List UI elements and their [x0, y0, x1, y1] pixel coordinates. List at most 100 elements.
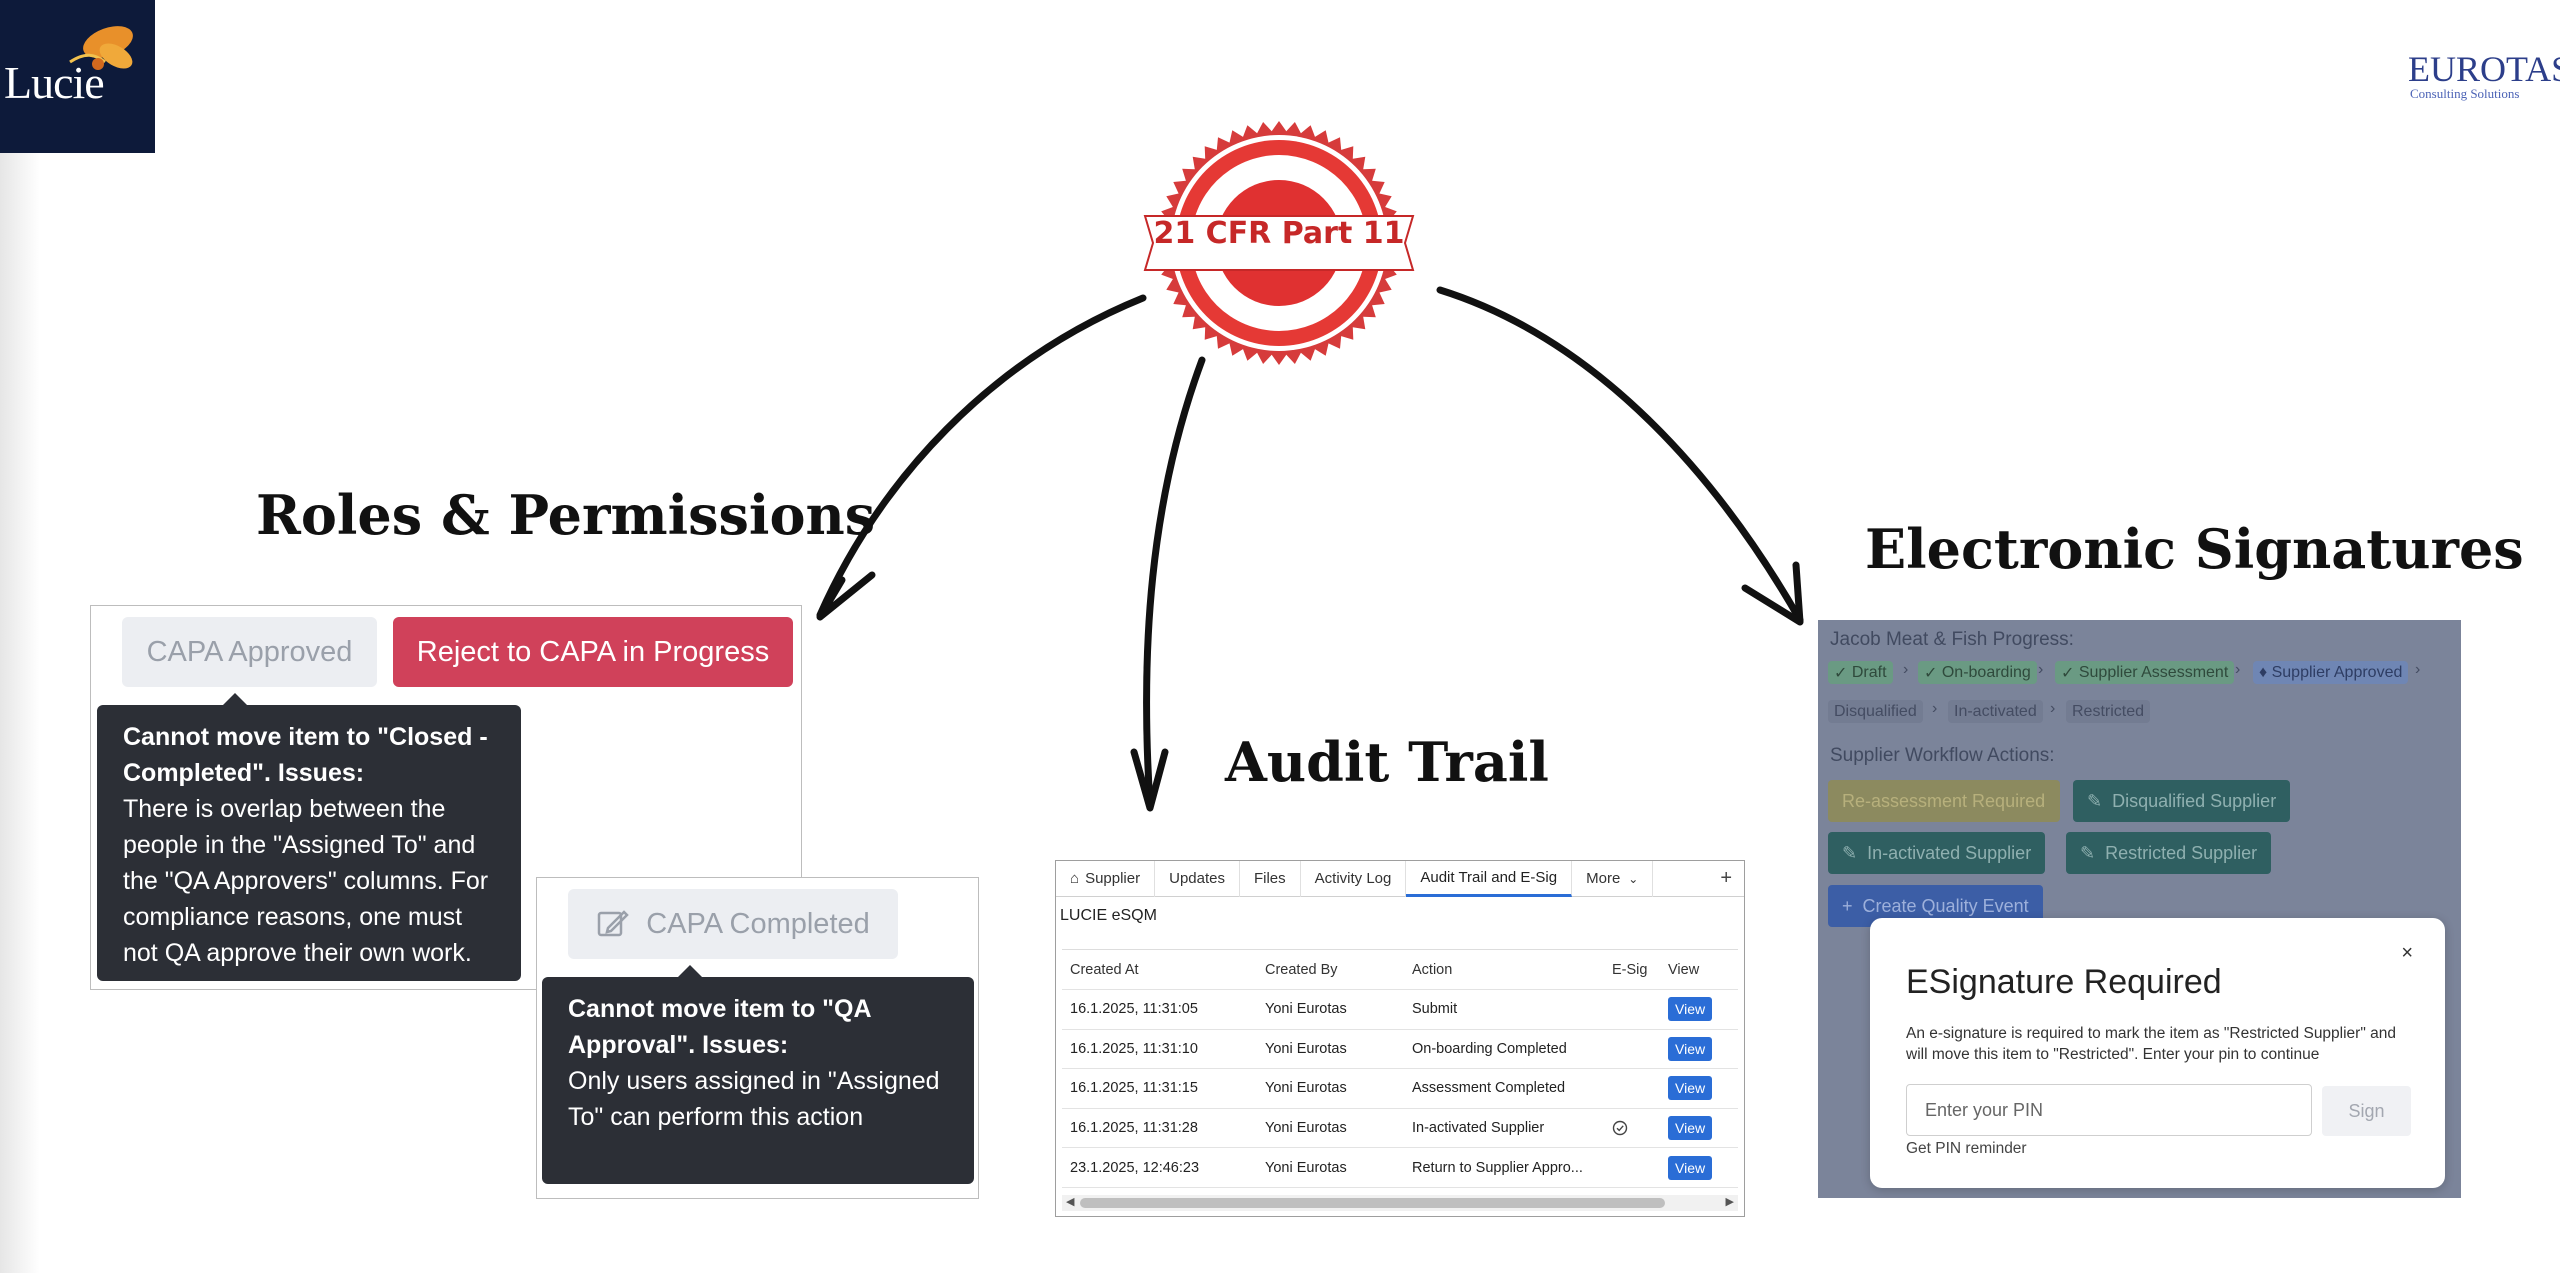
- tab-activity-log[interactable]: Activity Log: [1301, 861, 1407, 897]
- column-header: View: [1668, 961, 1700, 978]
- pin-input[interactable]: Enter your PIN: [1906, 1084, 2312, 1136]
- view-button[interactable]: View: [1668, 1036, 1713, 1061]
- view-button[interactable]: View: [1668, 997, 1713, 1022]
- stage-disqualified: Disqualified: [1828, 700, 1923, 723]
- cell-action: In-activated Supplier: [1412, 1120, 1545, 1137]
- inactivated-supplier-button[interactable]: ✎ In-activated Supplier: [1828, 832, 2046, 874]
- stage-label: Supplier Approved: [2271, 663, 2403, 681]
- column-header: E-Sig: [1612, 961, 1648, 978]
- edit-icon: [597, 910, 630, 937]
- audit-table: Created At Created By Action E-Sig View …: [1062, 949, 1738, 1188]
- esignature-modal: ESignature Required × An e-signature is …: [1870, 918, 2445, 1188]
- edit-icon: ✎: [1842, 842, 1868, 863]
- arrow-to-esig: [1436, 286, 1804, 624]
- cell-esig: [1612, 1109, 1662, 1148]
- stage-draft: ✓ Draft: [1828, 661, 1893, 684]
- tab-updates[interactable]: Updates: [1155, 861, 1240, 897]
- column-header: Created At: [1070, 961, 1139, 978]
- table-row: 16.1.2025, 11:31:28 Yoni Eurotas In-acti…: [1062, 1109, 1738, 1149]
- table-header: Created At Created By Action E-Sig View: [1062, 950, 1738, 990]
- seal-badge-icon: [1143, 121, 1415, 365]
- chevron-right-icon: ›: [2038, 661, 2044, 678]
- arrow-to-roles: [816, 294, 1147, 619]
- stage-label: Draft: [1851, 663, 1887, 681]
- scroll-left-icon[interactable]: ◀: [1066, 1196, 1075, 1208]
- cell-view: View: [1668, 990, 1738, 1029]
- chevron-right-icon: ›: [1903, 661, 1909, 678]
- tooltip1-title: Cannot move item to "Closed - Completed"…: [123, 723, 488, 787]
- cell-action: Return to Supplier Appro...: [1412, 1159, 1583, 1176]
- chevron-right-icon: ›: [2050, 700, 2056, 717]
- view-button[interactable]: View: [1668, 1116, 1713, 1141]
- tab-audit-trail[interactable]: Audit Trail and E-Sig: [1406, 861, 1573, 897]
- action-label: Re-assessment Required: [1842, 790, 2046, 811]
- check-circle-icon: [1612, 1120, 1628, 1136]
- stage-label: On-boarding: [1941, 663, 2031, 681]
- roles-panel-capa-approved: CAPA Approved Reject to CAPA in Progress…: [90, 605, 802, 990]
- stage-label: Disqualified: [1834, 702, 1917, 720]
- tab-label: Audit Trail and E-Sig: [1420, 868, 1558, 886]
- lucie-logo: Lucie: [0, 0, 155, 153]
- column-header: Created By: [1265, 961, 1338, 978]
- cell-created-by: Yoni Eurotas: [1265, 1080, 1347, 1097]
- horizontal-scrollbar[interactable]: ◀ ▶: [1062, 1195, 1738, 1211]
- seal-label: 21 CFR Part 11: [1153, 216, 1405, 251]
- modal-title: ESignature Required: [1906, 963, 2222, 1001]
- arrow-head-audit: [1130, 748, 1169, 812]
- pin-reminder-link[interactable]: Get PIN reminder: [1906, 1140, 2027, 1157]
- capa-approved-button[interactable]: CAPA Approved: [122, 617, 377, 687]
- cell-esig: [1612, 1069, 1662, 1108]
- cell-esig: [1612, 990, 1662, 1029]
- tab-label: Supplier: [1085, 870, 1141, 887]
- sign-button[interactable]: Sign: [2322, 1086, 2411, 1136]
- stage-supplier-approved: ♦ Supplier Approved: [2253, 661, 2409, 684]
- compliance-seal: 21 CFR Part 11: [1143, 118, 1415, 368]
- reject-to-capa-button[interactable]: Reject to CAPA in Progress: [393, 617, 793, 687]
- chevron-right-icon: ›: [2415, 661, 2421, 678]
- tooltip-closed-completed: Cannot move item to "Closed - Completed"…: [97, 693, 521, 981]
- cell-created-by: Yoni Eurotas: [1265, 1040, 1347, 1057]
- action-label: Restricted Supplier: [2105, 842, 2258, 863]
- edit-icon: ✎: [2087, 790, 2113, 811]
- home-icon: ⌂: [1070, 870, 1080, 887]
- add-tab-button[interactable]: +: [1720, 867, 1732, 889]
- plus-icon: +: [1842, 895, 1863, 916]
- capa-completed-label: CAPA Completed: [646, 907, 870, 940]
- cell-action: Submit: [1412, 1001, 1458, 1018]
- cell-action: Assessment Completed: [1412, 1080, 1566, 1097]
- stage-restricted: Restricted: [2066, 700, 2151, 723]
- cell-created-at: 16.1.2025, 11:31:28: [1070, 1120, 1198, 1137]
- firefly-icon: [69, 26, 133, 70]
- actions-label: Supplier Workflow Actions:: [1830, 745, 2055, 766]
- scroll-right-icon[interactable]: ▶: [1725, 1196, 1734, 1208]
- tooltip1-body: There is overlap between the people in t…: [123, 795, 489, 967]
- reassessment-required-button[interactable]: Re-assessment Required: [1828, 780, 2060, 822]
- chevron-right-icon: ›: [2235, 661, 2241, 678]
- eurotas-logo: EUROTAS Consulting Solutions: [2400, 40, 2560, 101]
- cell-view: View: [1668, 1148, 1738, 1187]
- tooltip2-body: Only users assigned in "Assigned To" can…: [568, 1067, 940, 1131]
- heading-roles: Roles & Permissions: [256, 483, 876, 547]
- restricted-supplier-button[interactable]: ✎ Restricted Supplier: [2066, 832, 2272, 874]
- tooltip-caret: [678, 965, 702, 977]
- cell-created-by: Yoni Eurotas: [1265, 1001, 1347, 1018]
- stage-label: In-activated: [1954, 702, 2037, 720]
- cell-esig: [1612, 1148, 1662, 1187]
- left-edge-shading: [0, 0, 40, 1273]
- capa-completed-button[interactable]: CAPA Completed: [568, 889, 898, 959]
- arrow-head-esig: [1741, 561, 1804, 626]
- cell-view: View: [1668, 1109, 1738, 1148]
- tab-files[interactable]: Files: [1240, 861, 1301, 897]
- disqualified-supplier-button[interactable]: ✎ Disqualified Supplier: [2073, 780, 2291, 822]
- progress-label: Jacob Meat & Fish Progress:: [1830, 629, 2074, 650]
- tooltip-qa-approval: Cannot move item to "QA Approval". Issue…: [542, 965, 974, 1184]
- heading-esig: Electronic Signatures: [1865, 517, 2524, 581]
- cell-created-at: 23.1.2025, 12:46:23: [1070, 1159, 1200, 1176]
- cell-view: View: [1668, 1069, 1738, 1108]
- close-icon[interactable]: ×: [2401, 942, 2413, 964]
- scrollbar-thumb[interactable]: [1080, 1198, 1665, 1208]
- tab-more[interactable]: More ⌄: [1572, 861, 1654, 897]
- view-button[interactable]: View: [1668, 1076, 1713, 1101]
- tab-supplier[interactable]: ⌂ Supplier: [1056, 861, 1156, 897]
- view-button[interactable]: View: [1668, 1155, 1713, 1180]
